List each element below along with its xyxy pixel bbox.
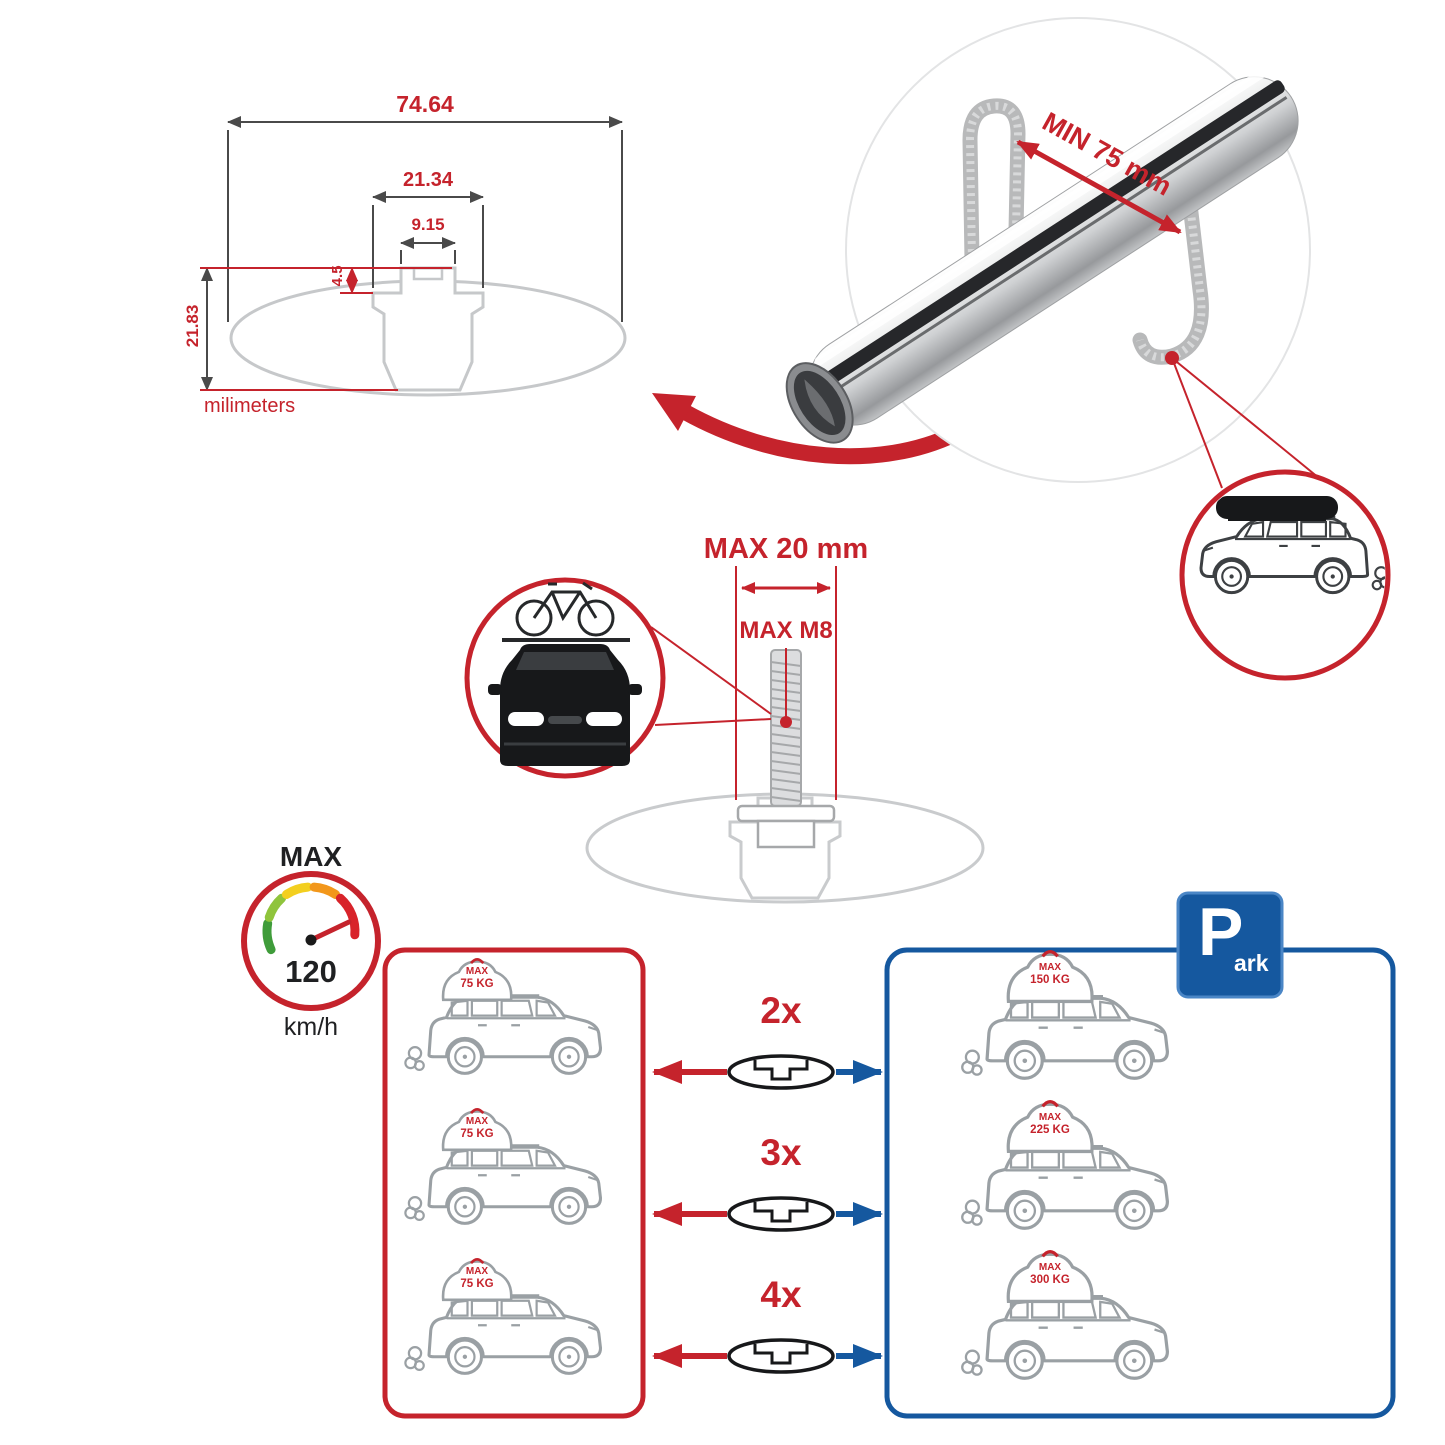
suv-icon [403, 1143, 603, 1225]
suv-icon [403, 993, 603, 1075]
park-load-label: MAX 225 KG [1010, 1112, 1090, 1137]
crossbar-qty-rows [652, 1054, 883, 1374]
roof-box-icon [1216, 496, 1338, 519]
qty-label-4x: 4x [760, 1274, 802, 1315]
drive-load-kg: 75 KG [460, 1127, 494, 1140]
min-75-arrow [1016, 139, 1182, 235]
suv-icon [403, 1293, 603, 1375]
dimension-lines [201, 116, 623, 391]
suv-icon [960, 994, 1170, 1080]
max-width-label: MAX 20 mm [703, 533, 869, 565]
park-load-max: MAX [1038, 1112, 1062, 1123]
park-load-max: MAX [1038, 1262, 1062, 1273]
bicycle-icon [515, 581, 615, 637]
drive-load-kg: 75 KG [460, 977, 494, 990]
crossbar-profile-outline [371, 266, 485, 392]
dim-width-total: 74.64 [396, 91, 454, 117]
max20-dimension [735, 566, 837, 800]
bolt-flange [736, 804, 836, 823]
speed-max-label: MAX [279, 841, 343, 872]
drive-load-label: MAX 75 KG [437, 966, 517, 991]
park-load-kg: 150 KG [1030, 973, 1070, 986]
units-label: milimeters [204, 395, 296, 417]
park-load-kg: 225 KG [1030, 1123, 1070, 1136]
parking-panel [884, 947, 1396, 1419]
driving-cars [403, 957, 603, 1375]
crossbar-slot-icon [727, 1338, 835, 1374]
park-load-label: MAX 150 KG [1010, 962, 1090, 987]
parked-cars [960, 949, 1170, 1380]
max-thread-label: MAX M8 [739, 617, 833, 644]
drive-load-max: MAX [465, 966, 489, 977]
callout-arrow [652, 393, 963, 465]
qty-label-2x: 2x [760, 990, 802, 1031]
park-sign-suffix: ark [1234, 950, 1269, 976]
speed-units: km/h [283, 1013, 339, 1041]
crossbar-cross-section-diagram [200, 116, 627, 397]
park-sign-letter: P [1198, 894, 1244, 970]
speedometer-icon [241, 871, 381, 1011]
park-load-label: MAX 300 KG [1010, 1262, 1090, 1287]
drive-load-label: MAX 75 KG [437, 1116, 517, 1141]
speed-value: 120 [285, 954, 337, 989]
dim-depth: 4.5 [329, 265, 347, 287]
crossbar-slot-icon [727, 1054, 835, 1090]
drive-load-max: MAX [465, 1116, 489, 1127]
crossbar-slot-icon [727, 1196, 835, 1232]
suv-icon [960, 1294, 1170, 1380]
suv-roofbox-circle [1179, 469, 1391, 681]
crossbar-photo-circle [785, 17, 1331, 489]
park-load-max: MAX [1038, 962, 1062, 973]
drive-load-kg: 75 KG [460, 1277, 494, 1290]
dim-width-inner: 9.15 [411, 215, 445, 234]
bolt-callout-dot [780, 716, 792, 728]
reference-lines [200, 267, 452, 391]
tslot-bolt-diagram [585, 566, 985, 904]
drive-load-label: MAX 75 KG [437, 1266, 517, 1291]
dim-width-outer: 21.34 [402, 169, 454, 191]
drive-load-max: MAX [465, 1266, 489, 1277]
qty-label-3x: 3x [760, 1132, 802, 1173]
park-sign [1176, 891, 1284, 999]
driving-panel [382, 947, 646, 1419]
suv-icon [960, 1144, 1170, 1230]
park-load-kg: 300 KG [1030, 1273, 1070, 1286]
park-sign-text: P ark [1178, 893, 1282, 997]
dim-height-total: 21.83 [183, 304, 203, 348]
car-front-bike-circle [464, 577, 772, 779]
car-front-icon [488, 644, 642, 766]
